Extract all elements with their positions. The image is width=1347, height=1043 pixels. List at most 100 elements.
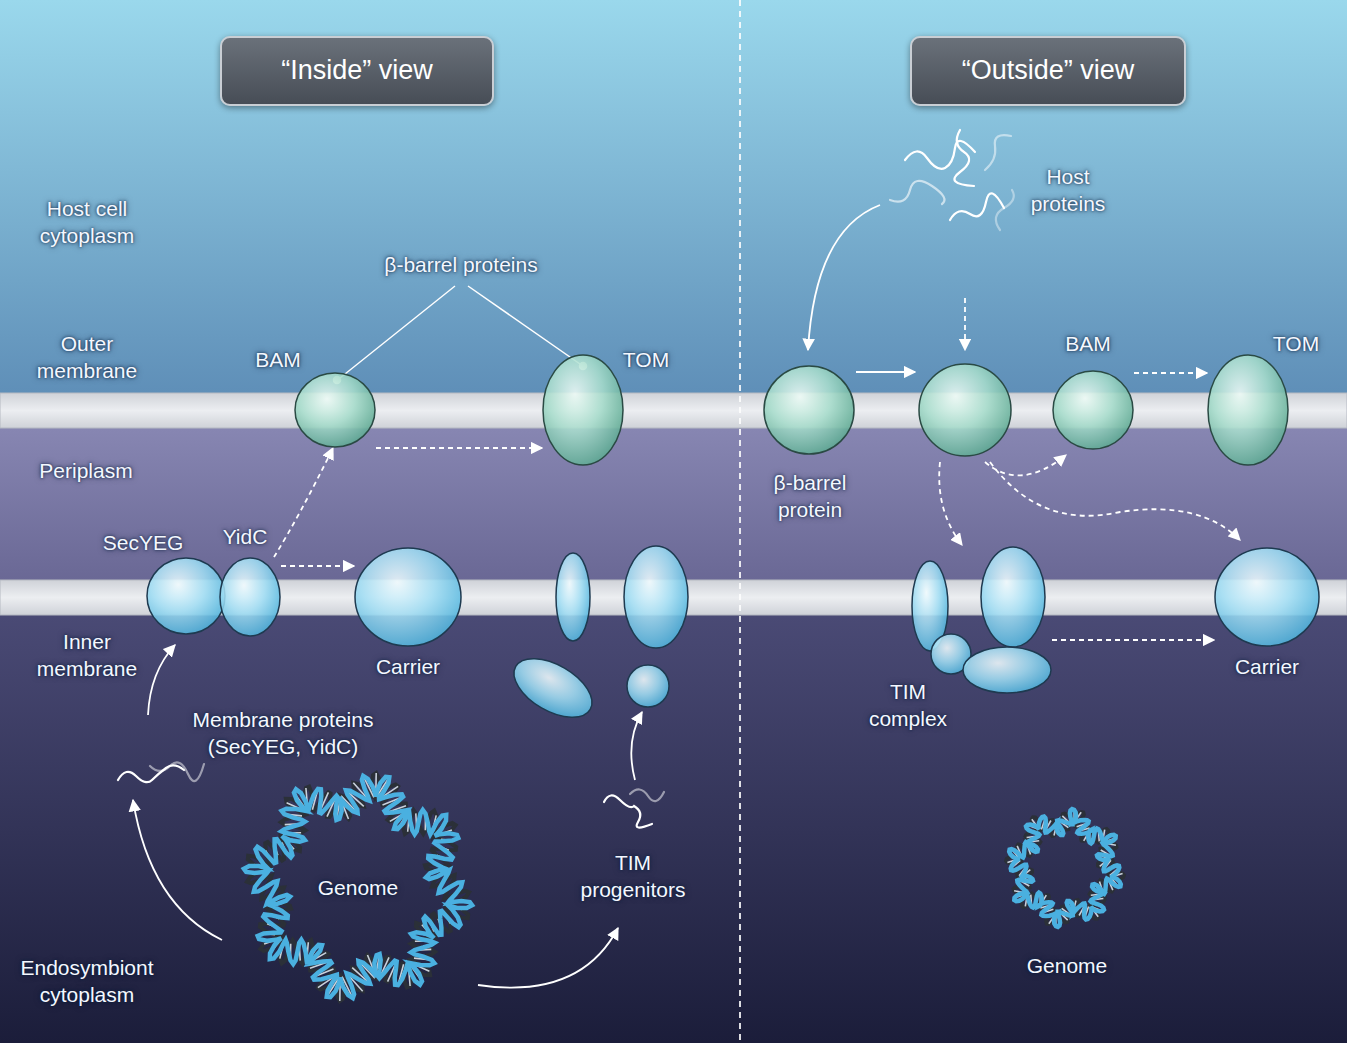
membrane-protein: YidC <box>219 557 281 637</box>
protein-shape <box>910 545 1052 695</box>
membrane-protein: TOM <box>1207 354 1289 466</box>
view-header: “Outside” view <box>910 36 1186 106</box>
region-label: Host proteins <box>1018 163 1118 218</box>
protein-shape <box>763 365 855 455</box>
membrane-protein: TIM complex <box>910 545 1052 695</box>
region-label: β-barrel proteins <box>384 251 537 278</box>
dashed-connector <box>376 447 542 449</box>
polypeptide <box>985 135 1011 170</box>
membrane-protein: Carrier <box>354 547 462 647</box>
protein-ellipse <box>963 647 1051 693</box>
protein-ellipse <box>1215 548 1319 646</box>
progenitor <box>624 546 688 648</box>
outer-membrane <box>0 393 1347 428</box>
membrane-protein: TOM <box>542 354 624 466</box>
region-label: Outer membrane <box>27 330 147 385</box>
polypeptides <box>118 130 1014 828</box>
leader-lines <box>334 286 587 384</box>
protein-ellipse <box>1053 371 1133 449</box>
progenitor <box>504 647 601 730</box>
beta-barrel <box>919 364 1011 456</box>
polypeptide <box>150 762 204 781</box>
header-text: “Inside” view <box>281 53 433 88</box>
header-text: “Outside” view <box>962 53 1135 88</box>
protein-ellipse <box>543 355 623 465</box>
tim-progenitors <box>504 546 688 729</box>
node-label: β-barrel protein <box>755 469 865 524</box>
region-label: Host cell cytoplasm <box>27 195 147 250</box>
protein-ellipse <box>764 366 854 454</box>
polypeptide <box>604 795 652 827</box>
protein-ellipse <box>295 373 375 447</box>
progenitor <box>627 665 669 707</box>
solid-arrow <box>478 928 618 988</box>
node-label: BAM <box>255 346 301 373</box>
dashed-arrow <box>990 462 1240 540</box>
solid-arrow <box>148 645 175 715</box>
dashed-arrow <box>939 462 962 545</box>
node-label: Genome <box>1027 952 1108 979</box>
genome-node: Genome <box>990 800 1140 985</box>
solid-arrow <box>133 800 222 940</box>
dashed-connector <box>1052 639 1214 641</box>
region-label: Inner membrane <box>27 628 147 683</box>
dashed-arrow <box>964 298 966 350</box>
protein-ellipse <box>1208 355 1288 465</box>
leader-line <box>340 286 455 378</box>
protein-shape <box>1052 370 1134 450</box>
protein-shape <box>354 547 462 647</box>
polypeptide <box>905 141 975 169</box>
node-label: TIM complex <box>863 678 953 733</box>
progenitor <box>556 553 590 641</box>
dna-strand <box>1006 812 1124 924</box>
node-label: Carrier <box>1235 653 1299 680</box>
protein-shape <box>219 557 281 637</box>
protein-shape <box>146 557 226 635</box>
membrane-protein: BAM <box>1052 370 1134 450</box>
protein-shape <box>294 372 376 448</box>
solid-arrow <box>808 205 880 350</box>
dashed-connector <box>1134 372 1207 374</box>
protein-shape <box>542 354 624 466</box>
solid-arrow <box>631 712 642 780</box>
protein-ellipse <box>147 558 225 634</box>
host-cytoplasm <box>0 0 1347 393</box>
membrane-protein: β-barrel protein <box>763 365 855 455</box>
region-label: TIM progenitors <box>568 849 698 904</box>
polypeptide <box>996 190 1014 230</box>
region-label: Periplasm <box>39 457 132 484</box>
endosymbiont-cytoplasm <box>0 615 1347 1043</box>
protein-shape <box>1207 354 1289 466</box>
region-label: Membrane proteins (SecYEG, YidC) <box>178 706 388 761</box>
dashed-connector <box>274 448 333 557</box>
region-label: Endosymbiont cytoplasm <box>12 954 162 1009</box>
polypeptide <box>630 789 664 801</box>
dashed-connector <box>281 565 354 567</box>
protein-ellipse <box>981 547 1045 647</box>
membrane-protein: BAM <box>294 372 376 448</box>
pathway-arrows <box>133 205 1240 988</box>
node-label: TOM <box>1273 330 1319 357</box>
protein-ellipse <box>220 558 280 636</box>
leader-line <box>468 286 580 364</box>
genome-node: Genome <box>228 775 488 1000</box>
polypeptide <box>954 130 974 186</box>
membrane-protein: SecYEG <box>146 557 226 635</box>
node-label: YidC <box>223 523 268 550</box>
dna-rungs <box>1007 810 1122 926</box>
node-label: SecYEG <box>103 529 184 556</box>
view-header: “Inside” view <box>220 36 494 106</box>
node-label: BAM <box>1065 330 1111 357</box>
solid-arrow <box>856 371 915 373</box>
protein-ellipse <box>355 548 461 646</box>
dna-strand <box>1009 809 1121 927</box>
node-label: Carrier <box>376 653 440 680</box>
dna-strand <box>244 776 472 998</box>
divider <box>739 0 741 1043</box>
membrane-protein: Carrier <box>1214 547 1320 647</box>
node-label: Genome <box>318 874 399 901</box>
protein-shape <box>1214 547 1320 647</box>
polypeptide <box>890 181 944 204</box>
